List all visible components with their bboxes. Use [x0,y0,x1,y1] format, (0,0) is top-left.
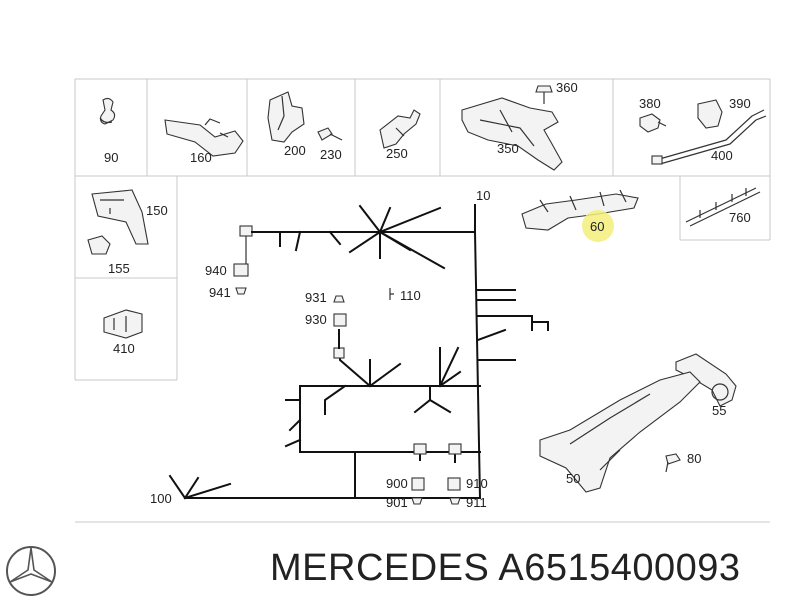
part-number: A6515400093 [498,547,741,589]
catalog-grid [74,78,771,523]
label-250: 250 [386,146,408,161]
label-100: 100 [150,491,172,506]
part-900-connector[interactable] [411,477,425,491]
part-930-connector[interactable] [333,313,347,327]
label-10: 10 [476,188,490,203]
part-90-clip[interactable] [99,97,116,125]
label-931: 931 [305,290,327,305]
label-230: 230 [320,147,342,162]
label-760: 760 [729,210,751,225]
mercedes-star-icon [6,546,56,596]
label-150: 150 [146,203,168,218]
part-230-bolt[interactable] [317,127,343,141]
highlight-marker[interactable] [582,210,614,242]
part-940-connector[interactable] [233,236,249,277]
part-150-bracket[interactable] [91,189,149,245]
part-160-bracket[interactable] [164,118,244,157]
part-155-nut[interactable] [87,235,111,255]
part-200-bracket[interactable] [267,91,305,143]
part-901-seal[interactable] [411,497,423,505]
label-930: 930 [305,312,327,327]
part-911-seal[interactable] [449,497,461,505]
label-410: 410 [113,341,135,356]
label-400: 400 [711,148,733,163]
brand-name: MERCEDES [270,547,490,589]
part-80-screw[interactable] [665,453,681,473]
part-380-grommet[interactable] [639,113,667,133]
part-941-seal[interactable] [235,287,247,295]
part-760-harness[interactable] [685,187,761,227]
label-60: 60 [590,219,604,234]
part-60-harness[interactable] [521,189,639,231]
label-200: 200 [284,143,306,158]
label-160: 160 [190,150,212,165]
part-250-bracket[interactable] [379,109,421,149]
label-910: 910 [466,476,488,491]
label-390: 390 [729,96,751,111]
part-390-clip[interactable] [697,99,723,129]
part-360-screw[interactable] [535,85,553,104]
label-911: 911 [466,495,487,510]
part-400-cable-tie[interactable] [651,109,767,165]
label-900: 900 [386,476,408,491]
label-350: 350 [497,141,519,156]
part-50-cable-duct[interactable] [539,371,701,493]
label-50: 50 [566,471,580,486]
label-90: 90 [104,150,118,165]
label-941: 941 [209,285,231,300]
label-155: 155 [108,261,130,276]
part-10-wiring-harness[interactable] [168,204,549,500]
label-55: 55 [712,403,726,418]
label-940: 940 [205,263,227,278]
label-380: 380 [639,96,661,111]
label-110: 110 [400,288,421,303]
label-360: 360 [556,80,578,95]
part-350-cover[interactable] [461,97,563,171]
label-80: 80 [687,451,701,466]
part-910-connector[interactable] [447,477,461,491]
part-title: MERCEDES A6515400093 [270,547,741,590]
part-110-clip[interactable] [389,288,394,300]
part-931-seal[interactable] [333,295,345,303]
part-410-holder[interactable] [103,309,143,339]
label-901: 901 [386,495,408,510]
